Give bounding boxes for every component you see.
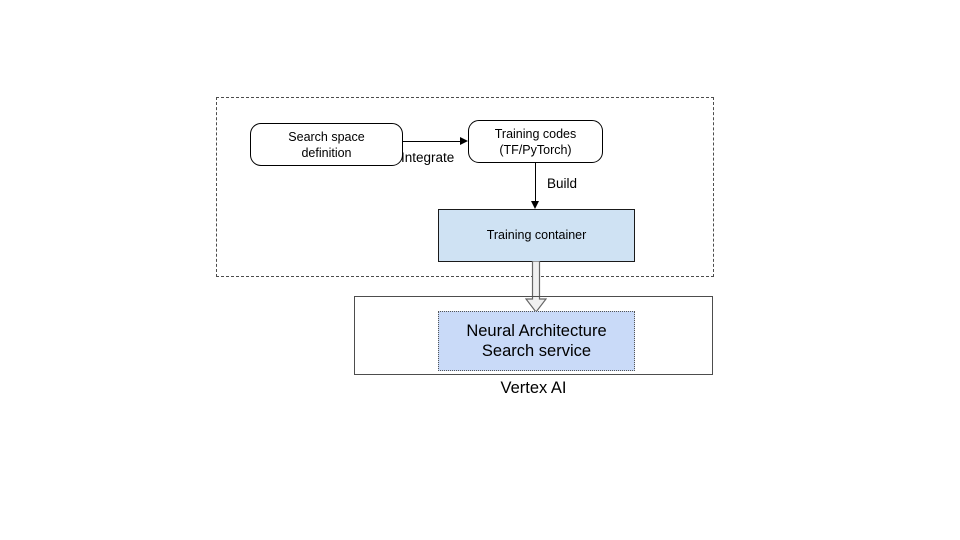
platform-vertex-ai-label: Vertex AI (500, 379, 567, 397)
edge-integrate-label: Integrate (401, 150, 455, 165)
edge-integrate-line (403, 141, 461, 142)
edge-integrate-arrowhead-icon (460, 136, 468, 145)
node-training-container[interactable]: Training container (438, 209, 635, 262)
node-training-codes[interactable]: Training codes (TF/PyTorch) (468, 120, 603, 163)
edge-build-line (535, 163, 536, 202)
node-search-space-definition[interactable]: Search space definition (250, 123, 403, 166)
edge-build-arrowhead-icon (530, 201, 539, 209)
platform-vertex-ai-boundary (354, 296, 713, 375)
node-search-space-definition-label: Search space definition (288, 129, 365, 160)
user-workflow-group-boundary (216, 97, 714, 277)
block-arrow-svg (524, 260, 548, 313)
edge-build-label: Build (547, 176, 578, 191)
node-neural-architecture-search-service[interactable]: Neural Architecture Search service (438, 311, 635, 371)
node-neural-architecture-search-service-label: Neural Architecture Search service (466, 321, 607, 360)
node-training-container-label: Training container (486, 228, 587, 243)
node-training-codes-label: Training codes (TF/PyTorch) (494, 126, 577, 157)
edge-deploy-block-arrow-icon (524, 260, 548, 313)
